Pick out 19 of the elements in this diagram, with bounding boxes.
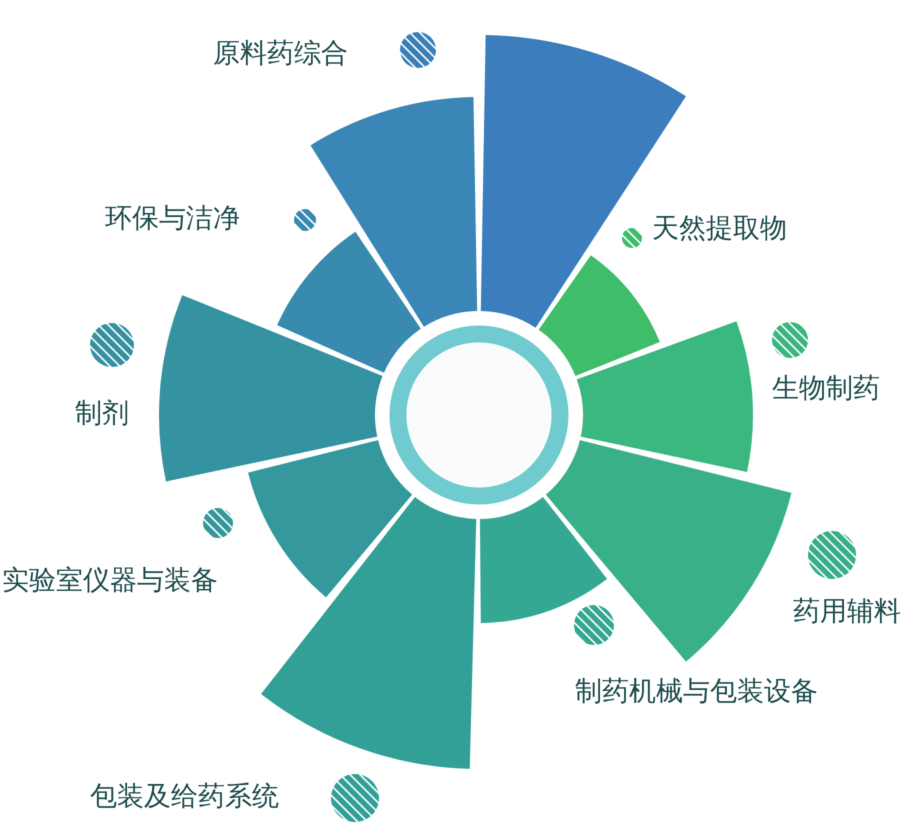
category-label: 实验室仪器与装备 (2, 565, 218, 598)
chart-wedge (310, 97, 478, 327)
chart-wedge (576, 321, 753, 472)
category-label: 天然提取物 (652, 213, 787, 246)
chart-wedge (480, 496, 608, 623)
chart-wedge (248, 440, 412, 598)
chart-wedge (546, 440, 792, 662)
category-label: 生物制药 (772, 373, 880, 406)
category-label: 原料药综合 (213, 38, 348, 70)
category-label: 制剂 (75, 398, 129, 430)
chart-wedge (261, 496, 476, 769)
chart-wedge (277, 232, 421, 373)
category-label: 环保与洁净 (105, 203, 240, 236)
category-label: 制药机械与包装设备 (575, 676, 818, 708)
chart-wedge (159, 295, 383, 482)
category-label: 包装及给药系统 (90, 781, 279, 814)
center-ring (390, 326, 568, 504)
category-label: 药用辅料 (793, 596, 901, 628)
chart-wedge (538, 255, 660, 376)
